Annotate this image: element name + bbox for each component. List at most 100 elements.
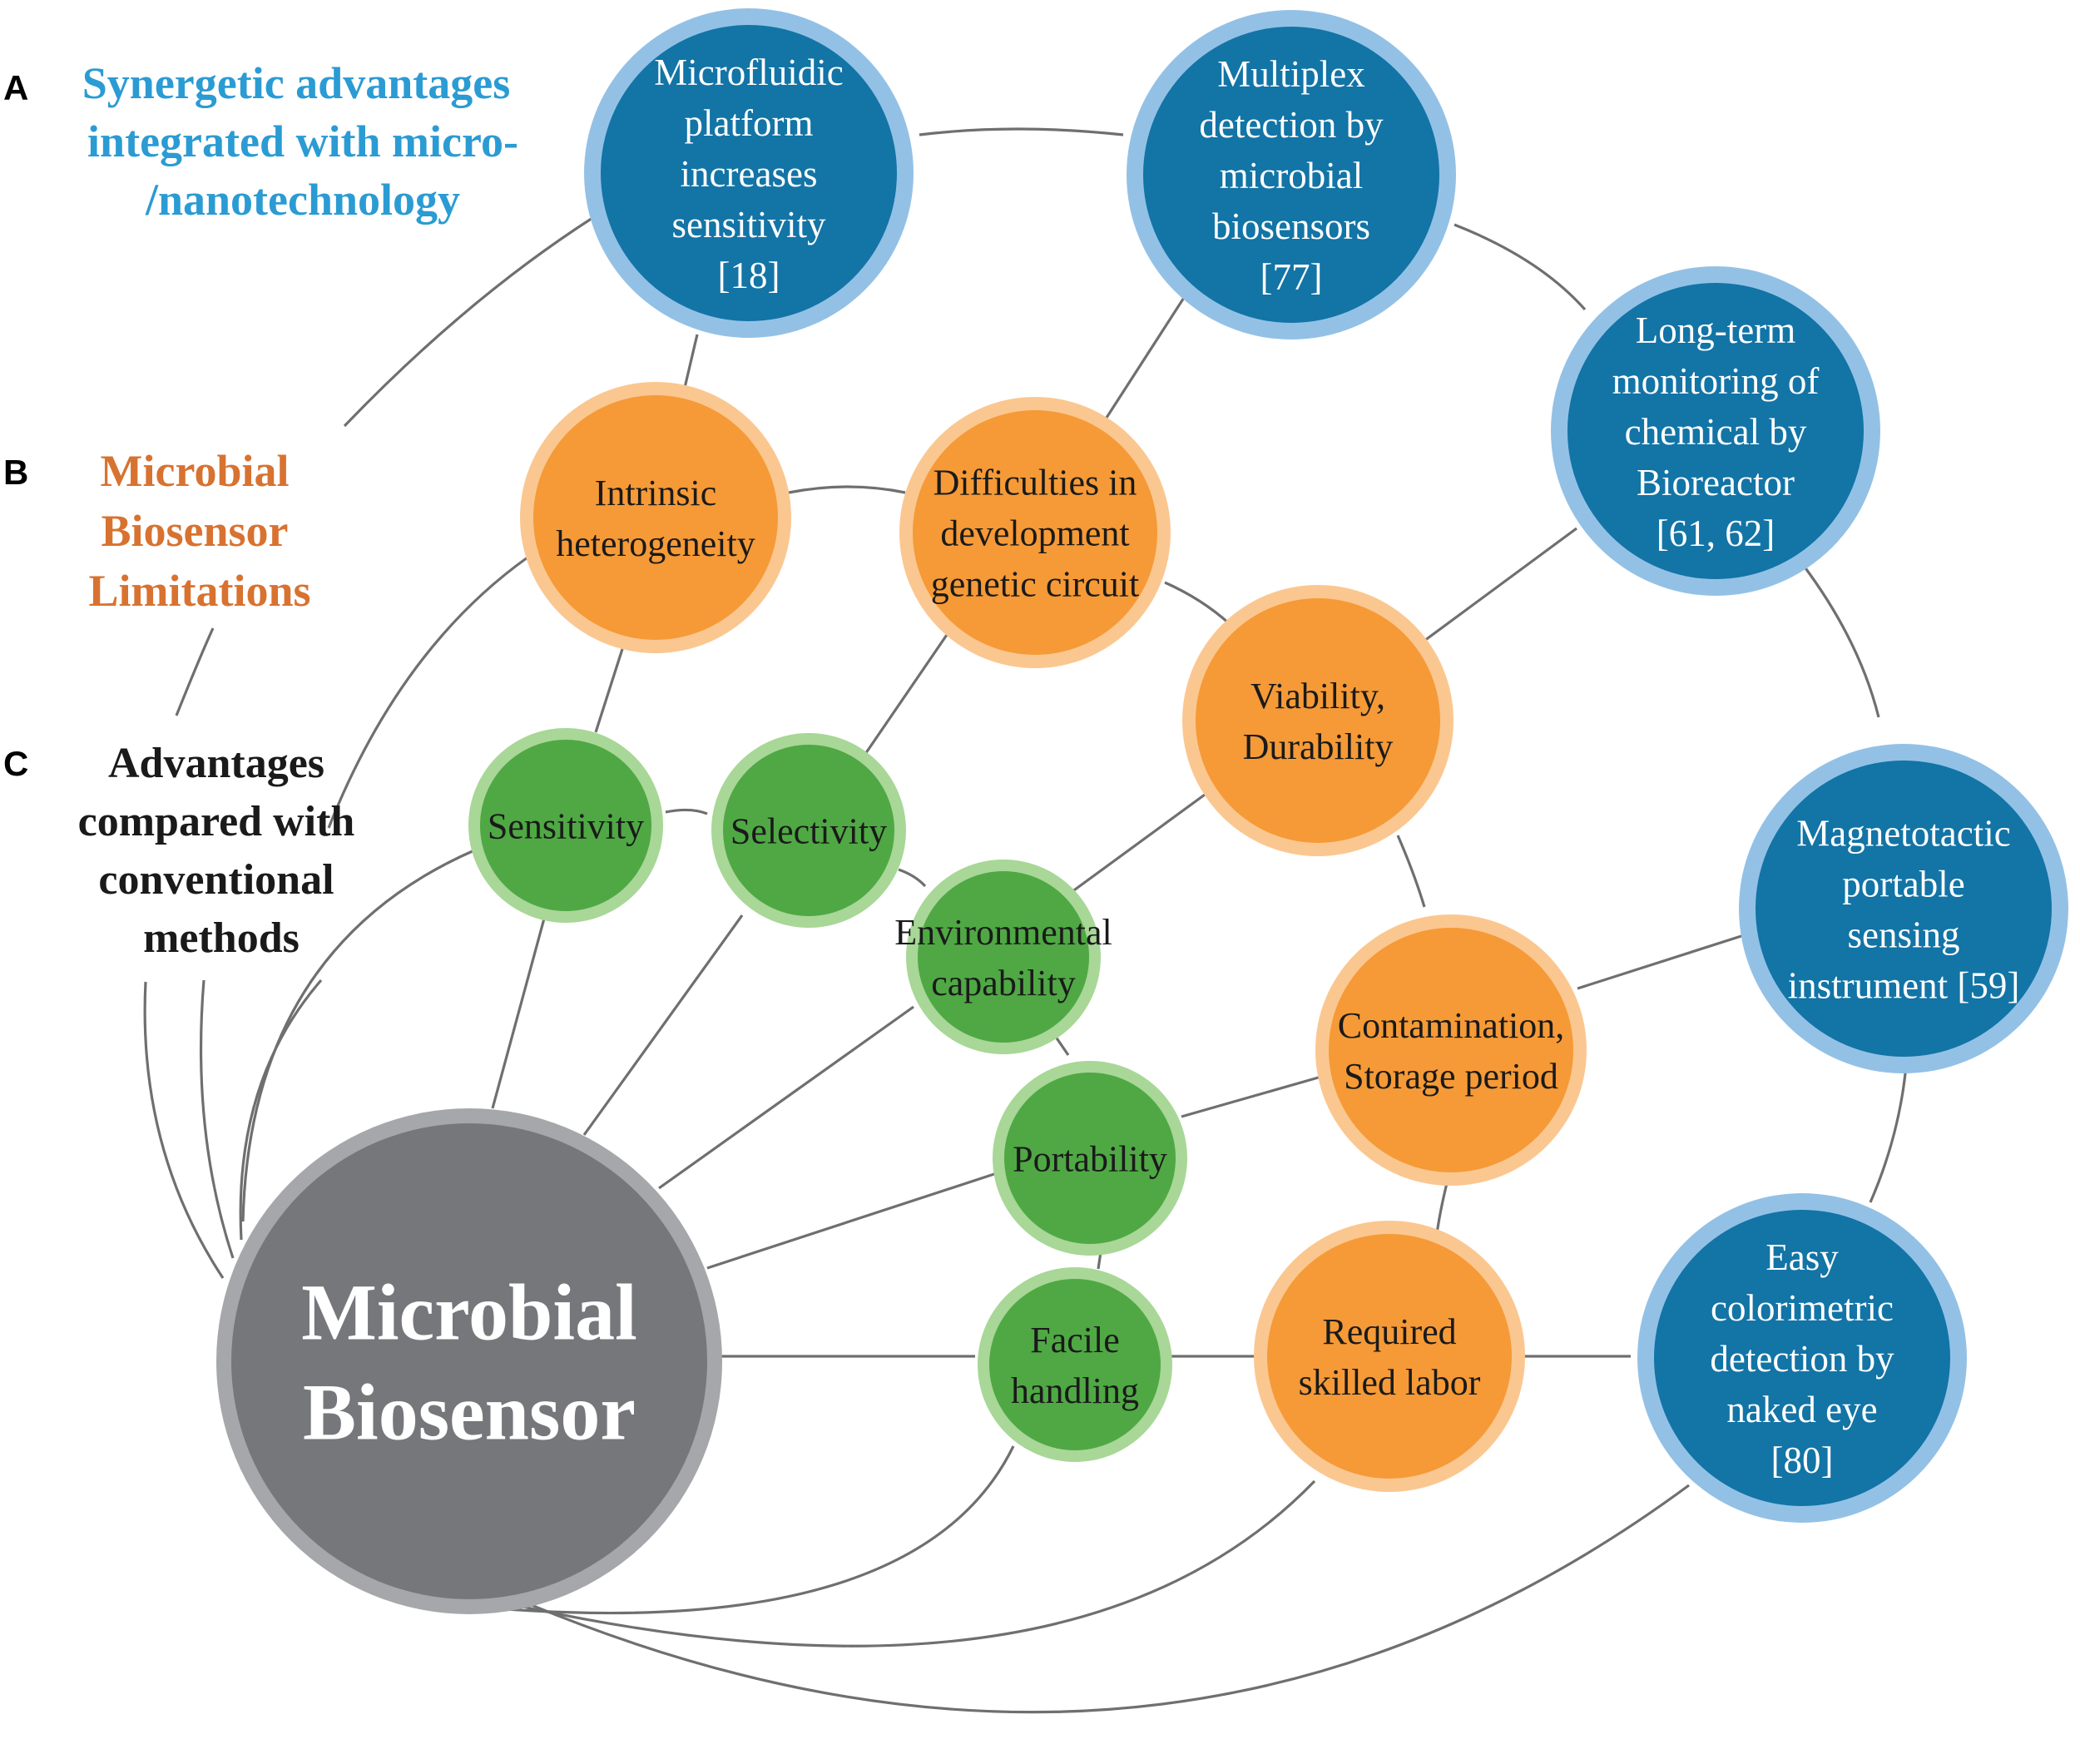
- edge-center-sensitivity: [491, 918, 546, 1109]
- panel-a-line-2: integrated with micro-: [87, 116, 518, 166]
- edge-center-arc-left-3: [239, 979, 323, 1241]
- panel-a-line-3: /nanotechnology: [145, 175, 460, 225]
- blue-node-longterm-fill: [1567, 283, 1864, 579]
- blue-node-microfluidic-label-line: increases: [681, 153, 818, 195]
- panel-b-line-3: Limitations: [88, 566, 310, 616]
- blue-node-longterm-label-line: Bioreactor: [1637, 462, 1795, 503]
- edge-viability-contamination: [1396, 835, 1426, 908]
- blue-node-colorimetric-label-line: Easy: [1766, 1236, 1839, 1278]
- panel-a-letter: A: [3, 68, 28, 107]
- blue-node-microfluidic-label-line: sensitivity: [671, 204, 826, 245]
- panel-b-line-2: Biosensor: [101, 506, 288, 556]
- orange-node-intrinsic-label-line: Intrinsic: [595, 473, 717, 513]
- blue-node-magnetotactic-label-line: instrument [59]: [1788, 964, 2020, 1006]
- panel-a-label: A Synergetic advantages integrated with …: [3, 58, 518, 225]
- edge-selectivity-environmental: [898, 868, 927, 888]
- edge-intrinsic-genetic: [788, 485, 906, 494]
- center-node-microbial-biosensor-label-line: Biosensor: [303, 1368, 636, 1457]
- edge-center-arc-colorimetric: [517, 1484, 1690, 1714]
- green-node-selectivity-label-line: Selectivity: [730, 810, 887, 851]
- edge-viability-environmental: [1071, 793, 1206, 894]
- center-node-microbial-biosensor-fill: [231, 1123, 707, 1599]
- edge-center-portability: [706, 1172, 998, 1270]
- blue-node-multiplex-label-line: Multiplex: [1217, 53, 1365, 95]
- orange-node-contamination-label-line: Storage period: [1344, 1056, 1558, 1097]
- blue-node-longterm-label-line: monitoring of: [1612, 360, 1820, 402]
- blue-node-colorimetric-label-line: [80]: [1771, 1439, 1834, 1481]
- edge-magnetotactic-colorimetric: [1869, 1056, 1909, 1203]
- center-node-microbial-biosensor-label-line: Microbial: [301, 1268, 637, 1357]
- orange-node-intrinsic-label-line: heterogeneity: [556, 523, 755, 564]
- edge-genetic-selectivity: [860, 632, 950, 760]
- green-node-facile-label-line: handling: [1011, 1370, 1139, 1411]
- green-node-sensitivity-label-line: Sensitivity: [488, 805, 644, 846]
- blue-node-multiplex-label-line: microbial: [1220, 155, 1363, 196]
- edge-multiplex-longterm: [1454, 223, 1587, 311]
- green-node-environmental-fill: [918, 871, 1089, 1043]
- blue-node-longterm-label-line: [61, 62]: [1657, 513, 1775, 554]
- orange-node-viability-label-line: Viability,: [1250, 676, 1385, 716]
- green-node-portability-label-line: Portability: [1013, 1138, 1167, 1179]
- orange-node-genetic-fill: [913, 410, 1157, 655]
- blue-node-multiplex-label-line: detection by: [1199, 104, 1384, 146]
- orange-node-intrinsic-fill: [533, 395, 778, 640]
- orange-node-skilled-label-line: Required: [1322, 1311, 1456, 1352]
- blue-node-multiplex: Multiplex detection by microbial biosensors…: [1127, 10, 1456, 339]
- nodes: Microfluidic platform increases sensitivity…: [216, 8, 2068, 1614]
- panel-c-line-3: conventional: [98, 856, 334, 904]
- blue-node-colorimetric-label-line: detection by: [1710, 1338, 1894, 1380]
- edge-multiplex-genetic: [1103, 290, 1190, 421]
- blue-node-colorimetric-label-line: colorimetric: [1711, 1287, 1894, 1329]
- orange-node-intrinsic: Intrinsic heterogeneity: [520, 382, 791, 653]
- edge-center-arc-left-1: [143, 981, 225, 1279]
- panel-c-line-2: compared with: [78, 798, 355, 845]
- panel-c-label: C Advantages compared with conventional …: [3, 740, 354, 962]
- green-node-sensitivity: Sensitivity: [468, 728, 663, 923]
- blue-node-microfluidic: Microfluidic platform increases sensitivity…: [584, 8, 914, 338]
- green-node-portability-fill: [1004, 1073, 1176, 1244]
- orange-node-skilled-label-line: skilled labor: [1299, 1362, 1481, 1403]
- blue-node-magnetotactic-label-line: sensing: [1848, 914, 1960, 955]
- green-node-environmental-label-line: capability: [931, 963, 1076, 1003]
- edge-center-arc-orange: [327, 556, 528, 829]
- blue-node-magnetotactic-label-line: portable: [1842, 863, 1964, 904]
- panel-b-line-1: Microbial: [101, 446, 290, 496]
- edge-microfluidic-multiplex: [919, 127, 1124, 136]
- orange-node-genetic-label-line: genetic circuit: [931, 563, 1139, 604]
- green-node-facile-label-line: Facile: [1030, 1320, 1120, 1360]
- blue-node-colorimetric-fill: [1654, 1210, 1950, 1506]
- orange-node-viability: Viability, Durability: [1182, 585, 1454, 856]
- edge-intrinsic-sensitivity: [594, 648, 624, 733]
- green-node-sensitivity-fill: [480, 740, 651, 911]
- edge-center-environmental: [658, 1005, 914, 1190]
- edge-microfluidic-intrinsic: [682, 334, 699, 392]
- orange-node-contamination: Contamination,Storage period: [1315, 914, 1587, 1186]
- panel-a-line-1: Synergetic advantages: [82, 58, 510, 108]
- blue-node-microfluidic-fill: [601, 25, 897, 321]
- green-node-selectivity: Selectivity: [711, 733, 906, 928]
- blue-node-multiplex-label-line: biosensors: [1212, 206, 1370, 247]
- blue-node-microfluidic-label-line: platform: [685, 102, 814, 144]
- edge-genetic-viability: [1164, 581, 1231, 626]
- orange-node-skilled-fill: [1267, 1234, 1512, 1479]
- edge-sensitivity-selectivity: [665, 808, 708, 815]
- orange-node-viability-label-line: Durability: [1243, 726, 1394, 767]
- green-node-facile-fill: [989, 1279, 1161, 1450]
- blue-node-microfluidic-label-line: Microfluidic: [654, 52, 843, 93]
- edge-center-selectivity: [582, 914, 744, 1136]
- blue-node-multiplex-fill: [1143, 27, 1439, 323]
- orange-node-viability-fill: [1196, 598, 1440, 843]
- panel-c-line-4: methods: [143, 914, 300, 962]
- edge-center-arc-facile: [465, 1445, 1015, 1615]
- panel-c-letter: C: [3, 744, 28, 783]
- green-node-facile: Facile handling: [978, 1267, 1172, 1462]
- orange-node-skilled: Required skilled labor: [1254, 1221, 1525, 1492]
- edge-panel-a: [343, 216, 593, 428]
- edge-center-arc-skilled: [503, 1479, 1316, 1648]
- blue-node-microfluidic-label-line: [18]: [718, 255, 780, 296]
